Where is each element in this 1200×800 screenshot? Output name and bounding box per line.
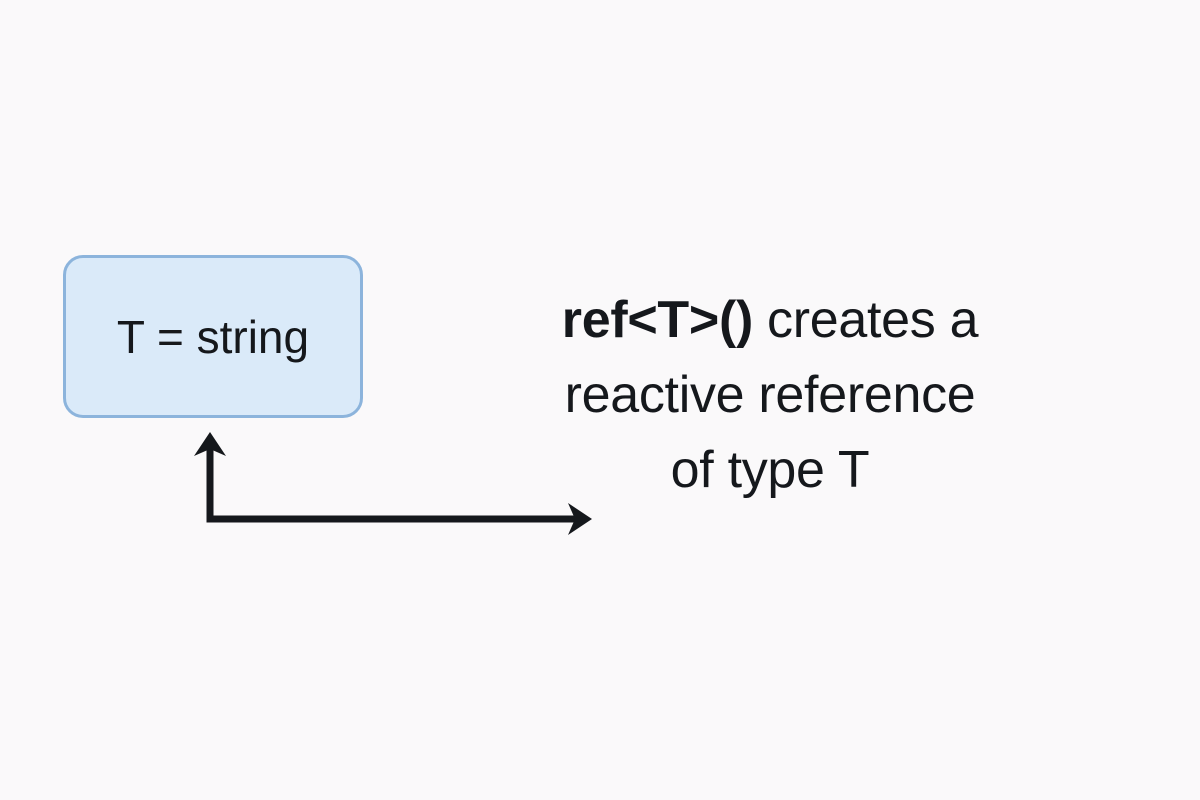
description-line-1: ref<T>()creates a (440, 283, 1100, 358)
description-line-2: reactive reference (564, 366, 976, 424)
type-box: T = string (63, 255, 363, 418)
ref-generic-code: ref<T>() (561, 291, 754, 349)
description-text: ref<T>()creates a reactive reference of … (440, 283, 1100, 508)
connector-up-arrowhead (194, 432, 226, 456)
description-line-3: of type T (670, 441, 870, 499)
description-line-1-rest: creates a (767, 291, 979, 349)
type-box-label: T = string (116, 310, 310, 363)
